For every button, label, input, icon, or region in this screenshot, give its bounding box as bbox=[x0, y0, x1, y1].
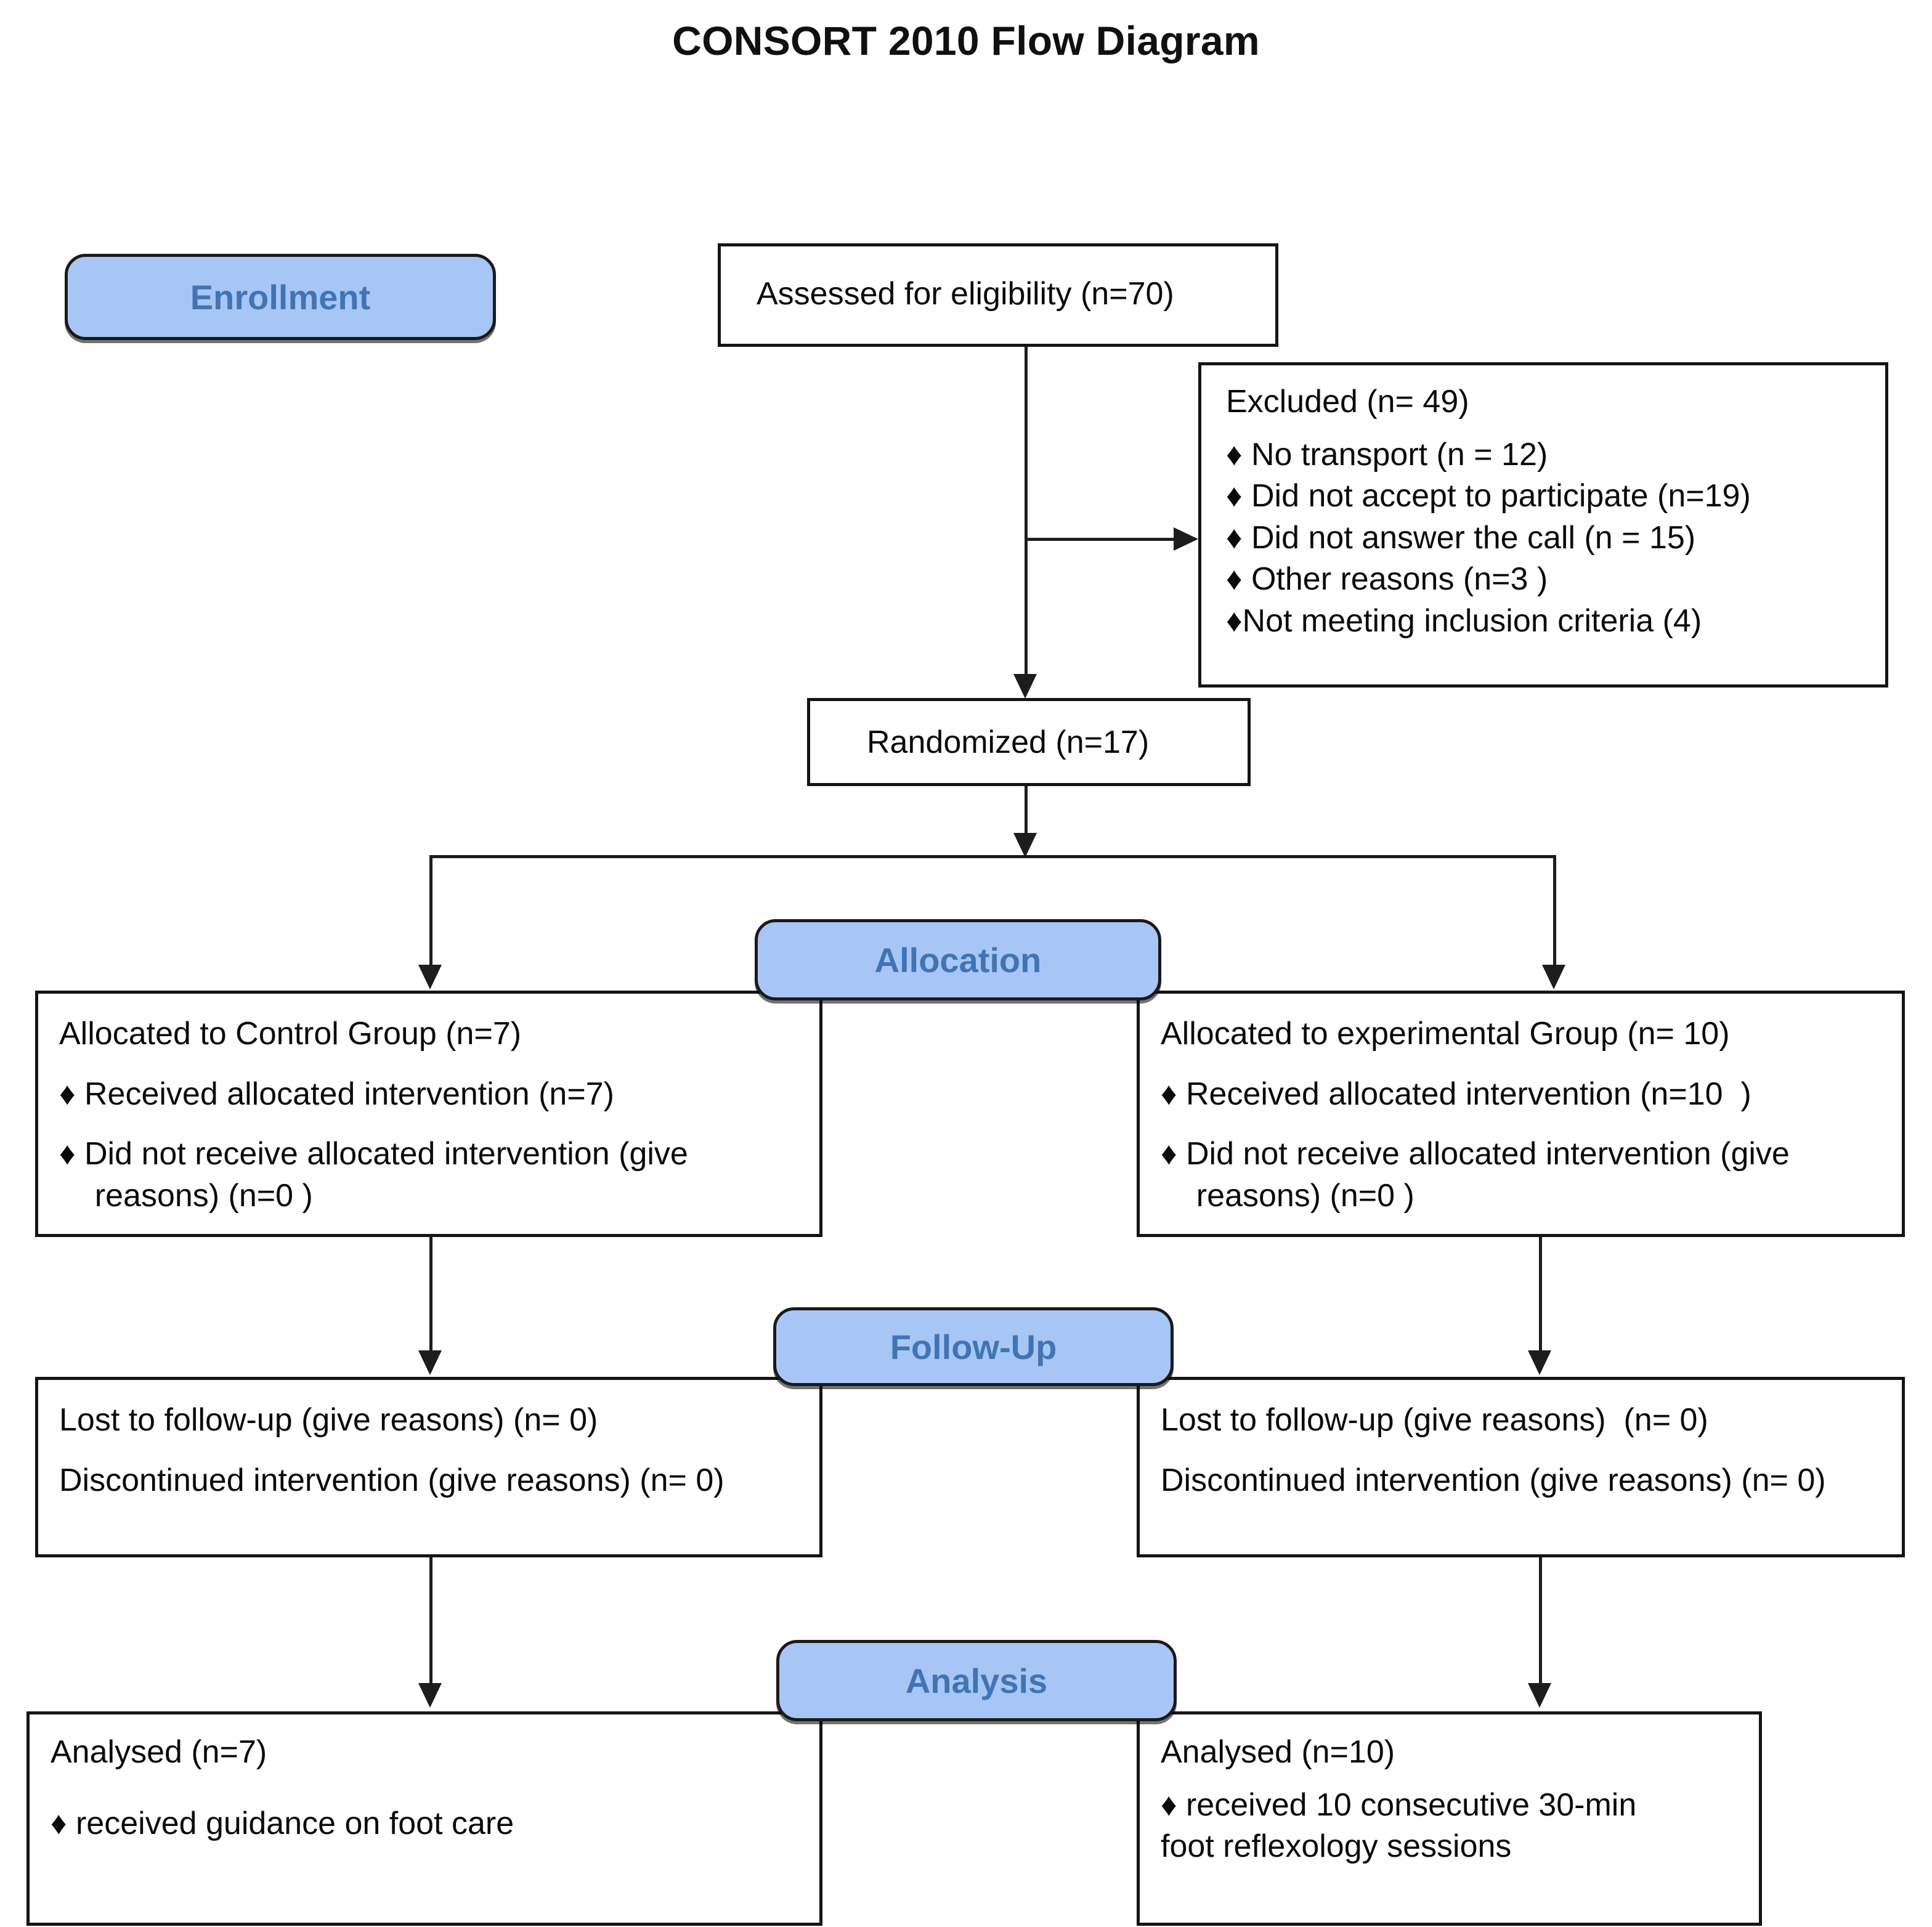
arrow-to-follow-right bbox=[1528, 1350, 1551, 1375]
node-followup-experimental: Lost to follow-up (give reasons) (n= 0) … bbox=[1137, 1377, 1905, 1557]
stage-badge-allocation: Allocation bbox=[755, 919, 1161, 1000]
connector-alloc-to-follow-left bbox=[429, 1237, 432, 1351]
excluded-heading: Excluded (n= 49) bbox=[1226, 384, 1469, 420]
follow-right-line-2: Discontinued intervention (give reasons)… bbox=[1161, 1462, 1826, 1498]
excluded-item-3: ♦ Other reasons (n=3 ) bbox=[1226, 561, 1548, 598]
stage-badge-followup: Follow-Up bbox=[773, 1307, 1174, 1386]
node-analysed-experimental: Analysed (n=10) ♦ received 10 consecutiv… bbox=[1137, 1711, 1762, 1926]
node-assessed-for-eligibility: Assessed for eligibility (n=70) bbox=[718, 243, 1278, 347]
connector-follow-to-analysis-left bbox=[429, 1557, 432, 1684]
follow-left-line-2: Discontinued intervention (give reasons)… bbox=[59, 1462, 724, 1498]
analysis-right-heading: Analysed (n=10) bbox=[1161, 1734, 1395, 1770]
node-allocated-control: Allocated to Control Group (n=7) ♦ Recei… bbox=[35, 991, 822, 1237]
alloc-left-item-2: ♦ Did not receive allocated intervention… bbox=[59, 1136, 688, 1172]
excluded-item-0: ♦ No transport (n = 12) bbox=[1226, 436, 1548, 473]
arrow-to-excluded bbox=[1174, 527, 1198, 551]
connector-split-bar bbox=[429, 855, 1556, 858]
connector-split-left bbox=[429, 855, 432, 966]
page-title: CONSORT 2010 Flow Diagram bbox=[672, 18, 1260, 63]
alloc-right-item-2: ♦ Did not receive allocated intervention… bbox=[1161, 1136, 1790, 1172]
stage-label-enrollment: Enrollment bbox=[190, 277, 371, 317]
alloc-right-item-1: ♦ Received allocated intervention (n=10 … bbox=[1161, 1076, 1751, 1112]
stage-badge-enrollment: Enrollment bbox=[65, 254, 496, 340]
node-excluded: Excluded (n= 49) ♦ No transport (n = 12)… bbox=[1198, 362, 1888, 688]
connector-randomized-down bbox=[1025, 786, 1028, 853]
excluded-item-2: ♦ Did not answer the call (n = 15) bbox=[1226, 519, 1696, 556]
node-allocated-experimental: Allocated to experimental Group (n= 10) … bbox=[1137, 991, 1905, 1237]
eligibility-line: Assessed for eligibility (n=70) bbox=[757, 276, 1174, 312]
arrow-to-analysis-left bbox=[418, 1683, 442, 1708]
connector-to-excluded bbox=[1025, 538, 1175, 541]
arrow-to-randomized bbox=[1013, 674, 1037, 699]
follow-left-line-1: Lost to follow-up (give reasons) (n= 0) bbox=[59, 1402, 598, 1438]
analysis-right-item-1b: foot reflexology sessions bbox=[1161, 1828, 1512, 1865]
alloc-left-item-1: ♦ Received allocated intervention (n=7) bbox=[59, 1076, 614, 1112]
connector-follow-to-analysis-right bbox=[1539, 1557, 1542, 1684]
stage-label-followup: Follow-Up bbox=[890, 1327, 1057, 1366]
analysis-left-item-1: ♦ received guidance on foot care bbox=[51, 1805, 514, 1841]
alloc-right-item-2b: reasons) (n=0 ) bbox=[1161, 1177, 1414, 1214]
stage-label-analysis: Analysis bbox=[905, 1661, 1048, 1700]
node-analysed-control: Analysed (n=7) ♦ received guidance on fo… bbox=[26, 1711, 822, 1926]
excluded-item-1: ♦ Did not accept to participate (n=19) bbox=[1226, 478, 1751, 514]
follow-right-line-1: Lost to follow-up (give reasons) (n= 0) bbox=[1161, 1402, 1708, 1438]
node-randomized: Randomized (n=17) bbox=[807, 698, 1251, 786]
arrow-to-split bbox=[1013, 833, 1037, 858]
alloc-right-heading: Allocated to experimental Group (n= 10) bbox=[1161, 1016, 1730, 1052]
analysis-right-item-1: ♦ received 10 consecutive 30-min bbox=[1161, 1787, 1637, 1823]
connector-split-right bbox=[1553, 855, 1556, 966]
arrow-to-alloc-right bbox=[1542, 965, 1565, 989]
stage-label-allocation: Allocation bbox=[874, 940, 1042, 980]
connector-alloc-to-follow-right bbox=[1539, 1237, 1542, 1351]
arrow-to-alloc-left bbox=[418, 965, 442, 989]
arrow-to-analysis-right bbox=[1528, 1683, 1551, 1708]
analysis-left-heading: Analysed (n=7) bbox=[51, 1734, 267, 1770]
connector-eligibility-trunk bbox=[1025, 347, 1028, 674]
stage-badge-analysis: Analysis bbox=[776, 1640, 1177, 1721]
excluded-item-4: ♦Not meeting inclusion criteria (4) bbox=[1226, 602, 1702, 639]
alloc-left-item-2b: reasons) (n=0 ) bbox=[59, 1177, 313, 1214]
randomized-line: Randomized (n=17) bbox=[867, 724, 1150, 760]
alloc-left-heading: Allocated to Control Group (n=7) bbox=[59, 1016, 522, 1052]
arrow-to-follow-left bbox=[418, 1350, 442, 1375]
node-followup-control: Lost to follow-up (give reasons) (n= 0) … bbox=[35, 1377, 822, 1557]
